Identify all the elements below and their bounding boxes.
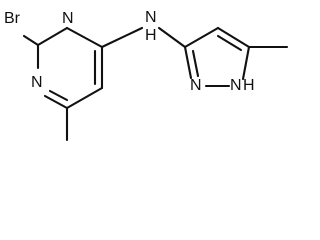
bond-pyrazole-c3-n2: [183, 45, 193, 80]
bridge-nitrogen-label: N: [145, 9, 157, 26]
bond-pyrazole-c5-c4-inner: [216, 34, 243, 52]
bond-pyrazole-c3-n2-inner: [191, 49, 200, 78]
bond-c2-n1: [36, 26, 69, 47]
pyrazole-hydrogen-label: H: [243, 77, 255, 94]
bonds: [22, 26, 289, 142]
pyrimidine-nitrogen-1-label: N: [62, 10, 74, 27]
bromine-label: Br: [4, 10, 21, 27]
bond-c6-nh: [100, 26, 144, 49]
chemical-structure: Br N N N H N N H: [4, 9, 289, 142]
bond-pyrazole-c4-c3: [183, 26, 220, 49]
structure-canvas: Br N N N H N N H: [4, 9, 289, 142]
pyrazole-nh-nitrogen-label: N: [230, 77, 242, 94]
bond-c4-n3: [43, 94, 69, 110]
bond-br-c2: [22, 34, 40, 47]
bond-pyrazole-c5-c4: [216, 26, 251, 49]
bond-n1-c6: [65, 26, 104, 49]
bond-nh-pyrazole-c3: [157, 26, 187, 49]
bond-c5-c4: [65, 86, 104, 110]
pyrimidine-nitrogen-3-label: N: [31, 74, 43, 91]
atom-labels: Br N N N H N N H: [4, 9, 255, 94]
pyrazole-nitrogen-label: N: [190, 77, 202, 94]
bridge-hydrogen-label: H: [145, 27, 157, 44]
bond-c4-n3-inner: [48, 89, 69, 102]
bond-pyrazole-n1-c5: [241, 45, 251, 81]
